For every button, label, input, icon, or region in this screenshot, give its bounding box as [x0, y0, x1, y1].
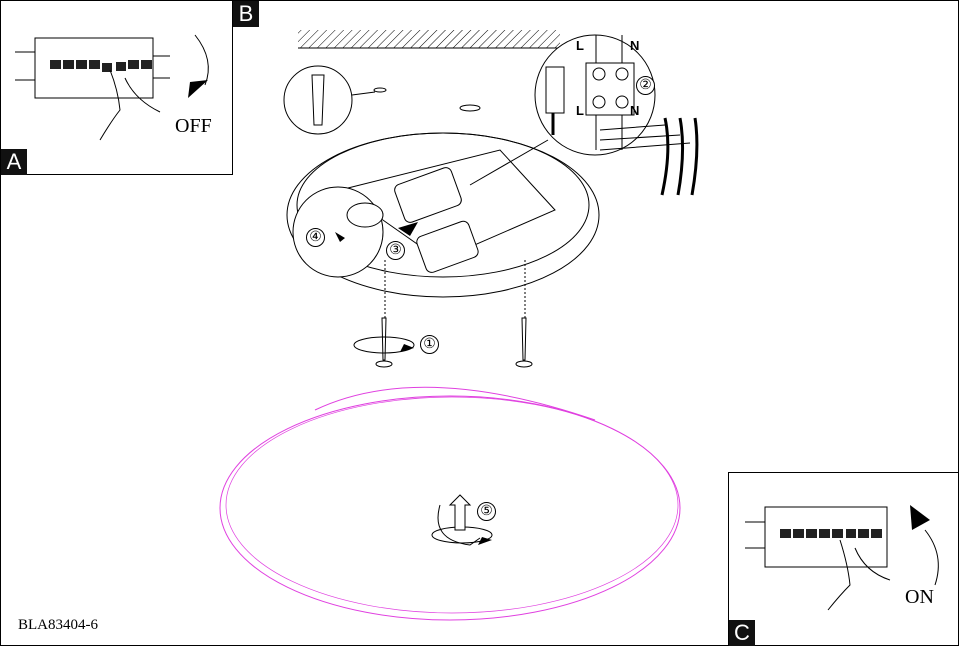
glass-shade	[219, 386, 681, 621]
screws	[353, 317, 533, 368]
step-3-marker: ③	[386, 241, 405, 260]
terminal-live-bottom: L	[576, 103, 584, 118]
ceiling-hatch	[298, 30, 560, 48]
on-label: ON	[905, 586, 934, 608]
panel-a-label: A	[1, 149, 27, 175]
step-4-marker: ④	[306, 228, 325, 247]
wall-plug-detail	[283, 65, 387, 135]
terminal-block-detail	[469, 34, 699, 196]
step-5-marker: ⑤	[477, 502, 496, 521]
terminal-live-top: L	[576, 38, 584, 53]
panel-c-breaker-on	[728, 472, 959, 646]
model-code: BLA83404-6	[18, 617, 98, 633]
step-2-marker: ②	[636, 76, 655, 95]
panel-b-label: B	[233, 1, 259, 27]
panel-a-breaker-off	[0, 0, 233, 175]
terminal-neutral-top: N	[630, 38, 640, 53]
step-1-marker: ①	[420, 335, 439, 354]
lamp-socket-detail	[292, 186, 418, 278]
panel-c-label: C	[729, 620, 755, 646]
terminal-neutral-bottom: N	[630, 103, 640, 118]
off-label: OFF	[175, 115, 212, 137]
